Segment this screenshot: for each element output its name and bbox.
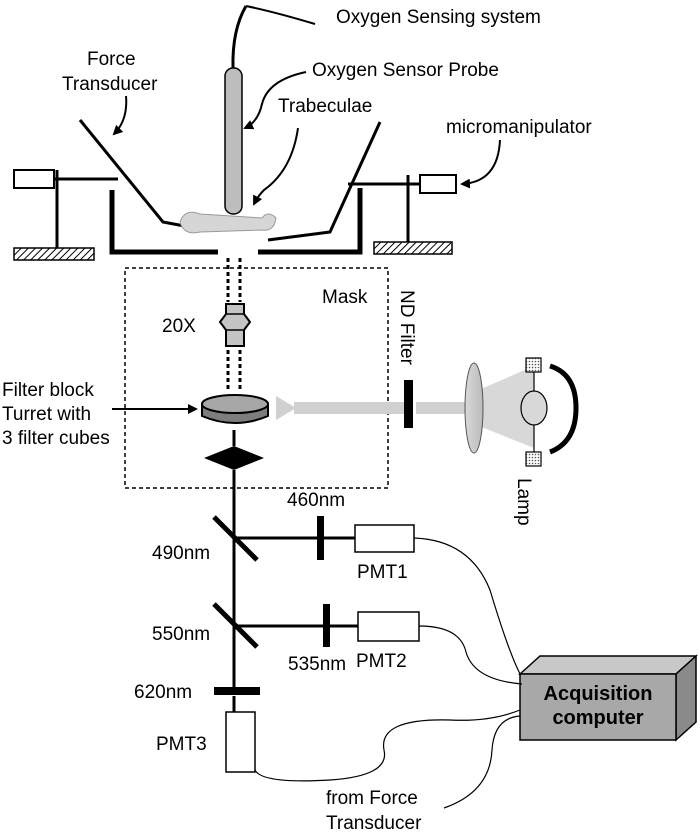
left-stand	[13, 169, 118, 261]
bath-chamber	[109, 188, 363, 255]
pmt3-label: PMT3	[156, 734, 207, 755]
acquisition-computer	[518, 654, 698, 742]
computer-label-line2: computer	[552, 707, 643, 729]
pmt1	[354, 524, 415, 553]
mask-boundary	[124, 267, 389, 489]
dichroic-550-label: 550nm	[152, 624, 210, 645]
filter-block-label-line3: 3 filter cubes	[2, 428, 110, 449]
lamp-label: Lamp	[513, 478, 534, 526]
cable-pmt2	[418, 625, 523, 685]
filter-620-label: 620nm	[134, 682, 192, 703]
dichroic-diamond	[204, 446, 264, 470]
filter-block-label: Filter block	[2, 380, 94, 401]
force-transducer-arm	[78, 119, 196, 230]
lamp-assembly	[464, 357, 579, 467]
mask-label: Mask	[322, 287, 368, 308]
filter-460	[317, 516, 324, 560]
signal-cables	[254, 537, 523, 809]
oxygen-sensor-probe	[224, 5, 316, 215]
right-manipulator-arm	[267, 121, 382, 242]
nd-filter	[404, 380, 413, 428]
trabeculae-sample	[179, 211, 277, 234]
pmt3	[225, 711, 256, 773]
oxygen-sensor-probe-label: Oxygen Sensor Probe	[312, 60, 499, 81]
micromanipulator-label: micromanipulator	[446, 117, 592, 138]
from-force-transducer-label: from Force	[326, 788, 418, 809]
nd-filter-label: ND Filter	[396, 290, 417, 366]
trabeculae-pointer	[253, 127, 299, 206]
micromanipulator-pointer	[460, 139, 501, 189]
cable-pmt1	[413, 537, 521, 675]
oxygen-sensing-system-label: Oxygen Sensing system	[336, 7, 541, 28]
pmt2	[357, 611, 420, 642]
filter-535-label: 535nm	[288, 654, 346, 675]
cable-force-transducer	[443, 715, 521, 809]
force-transducer-label: Force	[87, 49, 136, 70]
force-transducer-label-line2: Transducer	[62, 74, 158, 95]
right-stand	[348, 174, 457, 255]
oxygen-probe-pointer	[243, 71, 307, 130]
cable-pmt3	[254, 709, 521, 782]
objective-20x	[218, 303, 252, 347]
trabeculae-label: Trabeculae	[278, 96, 372, 117]
pmt1-label: PMT1	[357, 562, 408, 583]
dichroic-490-label: 490nm	[152, 543, 210, 564]
filter-620	[214, 687, 260, 695]
force-transducer-pointer	[112, 95, 128, 136]
pmt2-label: PMT2	[356, 651, 407, 672]
filter-535	[323, 604, 330, 647]
from-force-transducer-label-line2: Transducer	[326, 813, 422, 833]
filter-460-label: 460nm	[287, 490, 345, 511]
optical-path-dotted	[226, 258, 242, 392]
filter-turret	[201, 394, 269, 424]
computer-label: Acquisition	[544, 683, 653, 705]
objective-label: 20X	[162, 316, 196, 337]
filter-block-label-line2: Turret with	[2, 404, 91, 425]
